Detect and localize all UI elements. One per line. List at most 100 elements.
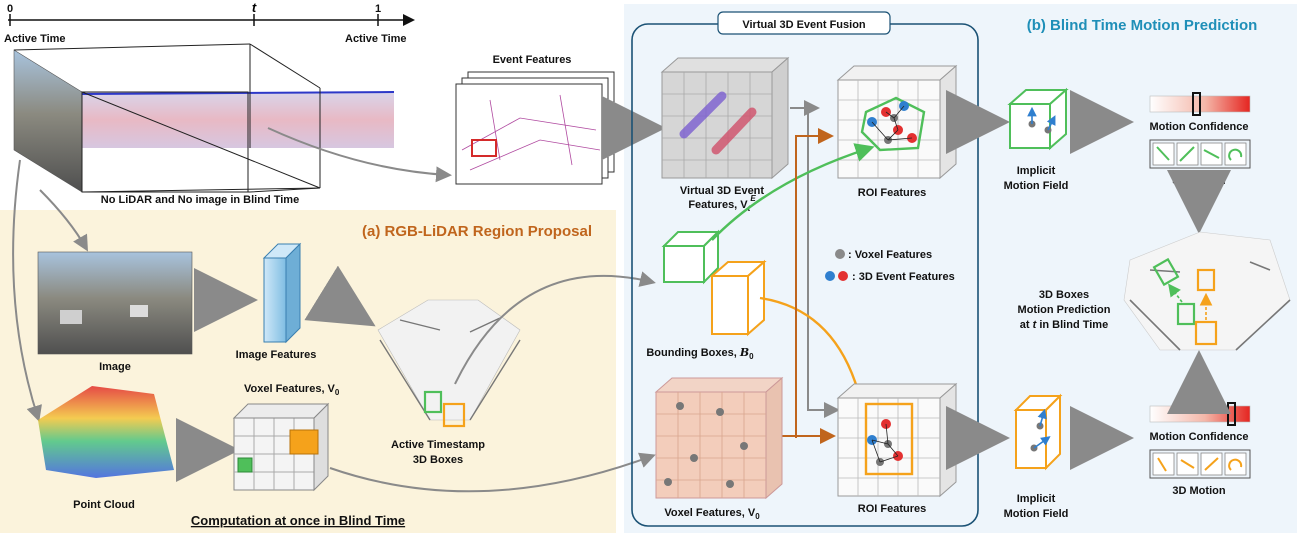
roi-top-green-box — [860, 96, 926, 152]
blind-time-slab — [81, 91, 321, 193]
implicit-field-top: Implicit Motion Field — [1004, 87, 1069, 192]
arrow-to-image — [39, 189, 88, 252]
motion-bin-bottom-1 — [1152, 452, 1175, 476]
virtual-label-1: Virtual 3D Event — [680, 185, 764, 197]
pred-orange-box-future — [1196, 268, 1216, 292]
rgb-image-car-1 — [60, 310, 82, 324]
field-bottom-label-2: Motion Field — [1004, 508, 1069, 520]
slab-edge-top-back — [13, 43, 251, 51]
start-frame-image — [13, 49, 83, 193]
roi-bottom-side — [939, 382, 957, 498]
event-stream-volume: No LiDAR and No image in Blind Time — [13, 43, 395, 206]
voxel-bottom-point-3 — [740, 442, 748, 450]
image-features-side — [285, 242, 301, 344]
rgb-image-car-2 — [130, 305, 148, 317]
event-stream-edge — [81, 91, 395, 95]
voxel-features-block: Voxel Features, V0 — [232, 383, 340, 492]
motion-bin-bottom-4 — [1224, 452, 1247, 476]
timeline: 0 t 1 Active Time Active Time — [4, 0, 415, 45]
image-features-label: Image Features — [236, 349, 317, 361]
voxel-grid-top — [232, 403, 330, 419]
motion-label-bottom: 3D Motion — [1172, 485, 1225, 497]
event-frame-edges — [461, 94, 601, 171]
point-cloud: Point Cloud — [38, 386, 174, 511]
legend-event-label: : 3D Event Features — [852, 271, 955, 283]
pred-green-motion — [1168, 283, 1183, 303]
field-bottom-label-1: Implicit — [1017, 493, 1056, 505]
motion-output-bottom: Motion Confidence 3D Motion — [1149, 402, 1251, 497]
motion-arrow-top-4 — [1228, 148, 1243, 161]
bbox-orange-side — [747, 259, 765, 337]
voxel-volume-bottom: Voxel Features, V0 — [654, 376, 784, 521]
pred-label-1: 3D Boxes — [1039, 289, 1089, 301]
event-features-stack: Event Features — [455, 54, 615, 185]
roi-top-top — [836, 65, 958, 81]
field-top-label-1: Implicit — [1017, 165, 1056, 177]
confidence-label-top: Motion Confidence — [1150, 121, 1249, 133]
arrow-to-point-cloud — [12, 159, 42, 422]
motion-bins-top — [1149, 139, 1251, 169]
motion-bin-top-4 — [1224, 142, 1247, 166]
roi-bottom-top — [836, 383, 958, 399]
timeline-start-caption: Active Time — [4, 33, 66, 45]
voxel-bottom-label: Voxel Features, V0 — [664, 507, 760, 521]
arrow-voxel-to-roi-top — [795, 128, 834, 438]
event-features-label: Event Features — [493, 54, 572, 66]
virtual-volume-face — [661, 71, 773, 179]
roi-bottom-label: ROI Features — [858, 503, 926, 515]
active-boxes-bev: Active Timestamp 3D Boxes — [377, 299, 521, 466]
motion-arrow-bottom-3 — [1204, 457, 1219, 471]
slab-edge-bottom — [81, 187, 321, 193]
motion-arrow-top-3 — [1203, 149, 1220, 159]
panel-a-title: (a) RGB-LiDAR Region Proposal — [362, 223, 592, 240]
field-top-vector-2 — [1046, 115, 1056, 131]
prediction-text: 3D Boxes Motion Prediction at t in Blind… — [1018, 289, 1111, 331]
computation-caption: Computation at once in Blind Time — [191, 513, 405, 528]
bev-points — [379, 317, 521, 421]
field-bottom-vector-2 — [1033, 436, 1051, 449]
legend-event-dot-red — [838, 271, 848, 281]
implicit-field-bottom: Implicit Motion Field — [1004, 393, 1069, 520]
pred-orange-box-now — [1194, 320, 1218, 346]
rgb-image: Image — [37, 251, 193, 373]
image-label: Image — [99, 361, 131, 373]
event-stream-band — [82, 92, 394, 148]
field-bottom-vector-1 — [1037, 408, 1047, 427]
virtual-event-stroke-2 — [711, 107, 757, 155]
arrow-to-event-features — [267, 127, 452, 183]
field-top-label-2: Motion Field — [1004, 180, 1069, 192]
pred-green-box-now — [1176, 302, 1196, 326]
motion-bins-bottom — [1149, 449, 1251, 479]
point-cloud-shape — [38, 386, 174, 478]
timeline-start-label: 0 — [7, 3, 13, 15]
voxel-bottom-point-5 — [726, 480, 734, 488]
motion-arrow-bottom-4 — [1228, 458, 1243, 471]
fusion-legend: : Voxel Features : 3D Event Features — [825, 249, 955, 283]
point-cloud-label: Point Cloud — [73, 499, 135, 511]
pred-label-3: at t in Blind Time — [1020, 319, 1108, 331]
timeline-mid-label: t — [252, 0, 257, 15]
confidence-marker-bottom — [1227, 402, 1236, 426]
motion-output-top: Motion Confidence 3D Motion — [1149, 92, 1251, 187]
slab-edge-top — [249, 43, 321, 89]
pred-green-box-future — [1152, 257, 1180, 287]
voxel-bottom-point-4 — [690, 454, 698, 462]
virtual-event-volume: Virtual 3D Event Features, VtE — [660, 56, 790, 213]
image-features-face — [263, 257, 287, 343]
legend-voxel-dot — [835, 249, 845, 259]
bounding-boxes: Bounding Boxes, B0 — [646, 229, 767, 361]
fusion-title: Virtual 3D Event Fusion — [742, 19, 866, 31]
pred-label-2: Motion Prediction — [1018, 304, 1111, 316]
bbox-orange-face — [711, 275, 749, 335]
motion-arrow-top-2 — [1179, 146, 1195, 162]
roi-top-links — [871, 105, 913, 141]
arrow-virtual-to-roi-bottom — [807, 108, 840, 418]
confidence-label-bottom: Motion Confidence — [1150, 431, 1249, 443]
voxel-features-label: Voxel Features, V0 — [244, 383, 340, 397]
virtual-volume-grid — [662, 72, 772, 178]
bbox-green-side — [703, 229, 719, 285]
bbox-label: Bounding Boxes, B0 — [646, 346, 754, 361]
field-top-side — [1049, 87, 1067, 151]
